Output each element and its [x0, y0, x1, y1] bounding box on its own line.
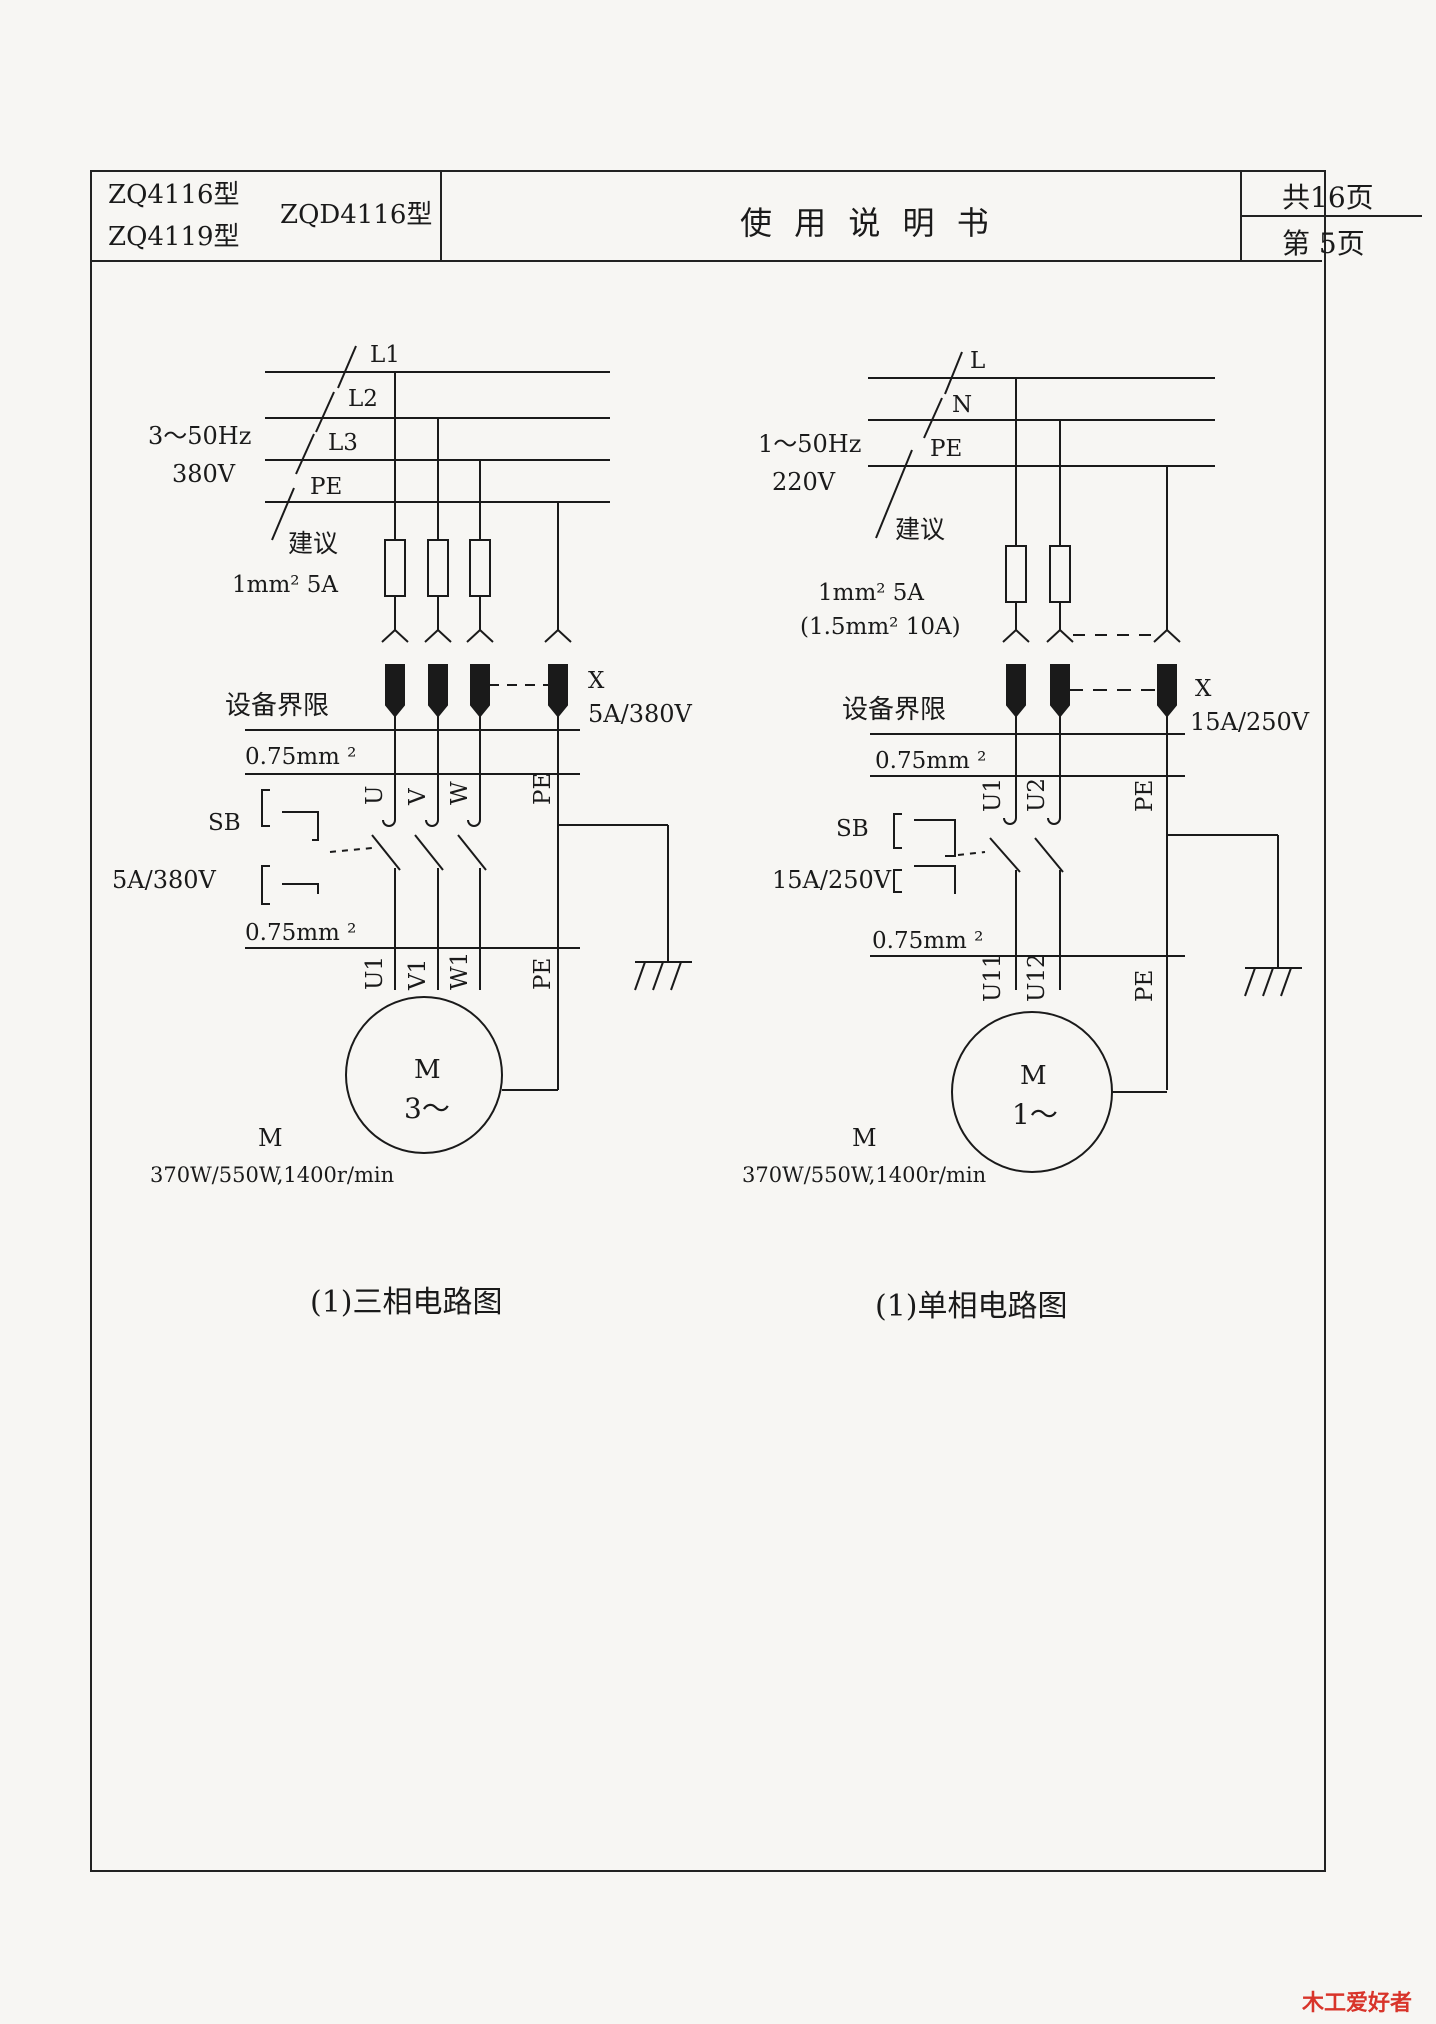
label-l: L: [970, 348, 985, 374]
motor-pe: PE: [530, 958, 556, 990]
motor-u12: U12: [1024, 953, 1050, 1002]
supply-voltage: 380V: [172, 460, 236, 488]
wire-fuse-spec: 1mm² 5A: [232, 572, 338, 598]
label-n: N: [952, 392, 972, 418]
motor-u11: U11: [980, 953, 1006, 1002]
title-block: ZQ4116型 ZQ4119型 ZQD4116型 使 用 说 明 书 共16页 …: [90, 170, 1422, 262]
plug-rating-1ph: 15A/250V: [1190, 708, 1310, 736]
motor-spec-1ph: 370W/550W,1400r/min: [742, 1163, 986, 1187]
plug-pin-u: [385, 664, 405, 718]
terminal-u1: U1: [980, 778, 1006, 812]
supply-frequency: 3～50Hz: [148, 422, 251, 450]
terminal-w: W: [447, 781, 473, 805]
plug-rating: 5A/380V: [588, 700, 692, 728]
motor-v1: V1: [405, 959, 431, 991]
plug-pin-w: [470, 664, 490, 718]
wire-size-1-1ph: 0.75mm ²: [875, 748, 986, 774]
label-l3: L3: [328, 430, 358, 456]
total-pages: 共16页: [1282, 181, 1374, 214]
page-number: 第 5页: [1282, 227, 1365, 260]
motor-spec: 370W/550W,1400r/min: [150, 1163, 394, 1187]
fuse-l: [1005, 545, 1027, 603]
model-b: ZQ4119型: [108, 222, 240, 252]
label-x-1ph: X: [1195, 676, 1212, 702]
recommend-label-1ph: 建议: [895, 515, 945, 544]
single-phase-caption: (1)单相电路图: [875, 1289, 1068, 1324]
three-phase-diagram: [245, 345, 692, 1154]
motor-m-1ph: M: [1020, 1061, 1047, 1091]
model-c: ZQD4116型: [280, 200, 433, 230]
terminal-u: U: [362, 786, 388, 805]
recommend-label: 建议: [288, 529, 338, 558]
motor-m: M: [414, 1055, 441, 1085]
motor-label: M: [258, 1124, 283, 1152]
three-phase-caption: (1)三相电路图: [310, 1285, 503, 1320]
fuse-l3: [469, 539, 491, 597]
plug-pin-pe: [548, 664, 568, 718]
page-frame: [90, 170, 1326, 1872]
label-l1: L1: [370, 342, 400, 368]
model-a: ZQ4116型: [108, 180, 240, 210]
site-watermark: 木工爱好者: [1302, 1991, 1413, 2016]
fuse-n: [1049, 545, 1071, 603]
single-phase-diagram: [868, 351, 1302, 1173]
motor-phase: 3～: [404, 1092, 450, 1125]
switch-rating: 5A/380V: [112, 866, 216, 894]
doc-title: 使 用 说 明 书: [740, 204, 995, 242]
label-pe-supply-1ph: PE: [930, 436, 962, 462]
label-l2: L2: [348, 386, 378, 412]
label-sb-1ph: SB: [836, 816, 869, 842]
motor-phase-1ph: 1～: [1012, 1098, 1058, 1131]
three-phase-motor: [345, 996, 503, 1154]
terminal-v: V: [405, 788, 431, 806]
switch-rating-1ph: 15A/250V: [772, 866, 892, 894]
plug-pin-v: [428, 664, 448, 718]
page-cell-divider: [1240, 215, 1422, 217]
label-sb: SB: [208, 810, 241, 836]
wire-size-2-1ph: 0.75mm ²: [872, 928, 983, 954]
label-x: X: [588, 668, 605, 694]
page-cell-border: [1240, 170, 1242, 260]
supply-frequency-1ph: 1～50Hz: [758, 430, 861, 458]
terminal-pe-1ph: PE: [1132, 780, 1158, 812]
supply-voltage-1ph: 220V: [772, 468, 836, 496]
wire-size-2: 0.75mm ²: [245, 920, 356, 946]
wire-size-1: 0.75mm ²: [245, 744, 356, 770]
equipment-boundary-1ph: 设备界限: [842, 695, 946, 725]
single-phase-motor: [951, 1011, 1113, 1173]
fuse-l2: [427, 539, 449, 597]
wire-fuse-alt-1ph: (1.5mm² 10A): [800, 614, 961, 640]
terminal-u2: U2: [1024, 778, 1050, 812]
motor-pe-1ph: PE: [1132, 970, 1158, 1002]
motor-w1: W1: [447, 952, 473, 990]
model-cell: [90, 170, 442, 260]
motor-u1: U1: [362, 956, 388, 990]
motor-label-1ph: M: [852, 1124, 877, 1152]
wire-fuse-spec-1ph: 1mm² 5A: [818, 580, 924, 606]
equipment-boundary: 设备界限: [225, 691, 329, 721]
label-pe-supply: PE: [310, 474, 342, 500]
fuse-l1: [384, 539, 406, 597]
terminal-pe: PE: [530, 773, 556, 805]
